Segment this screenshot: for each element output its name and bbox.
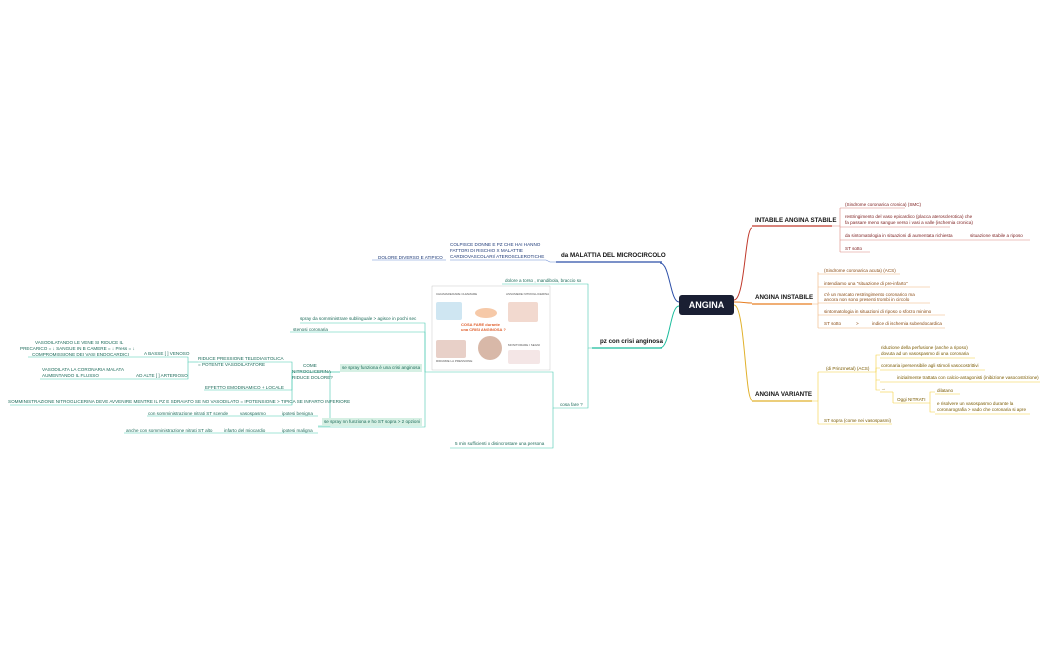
unstable-item: ancora non sono presenti trombi in circo… — [824, 297, 910, 302]
stable-item: ST sotto — [845, 246, 863, 251]
unstable-item: ST sotto — [824, 321, 842, 326]
option-malign: ipotesi maligna — [282, 428, 313, 433]
stable-item: da sintomatologia in situazioni di aumen… — [845, 233, 953, 238]
unstable-item: c'è un marcato restringimento coronarico… — [824, 292, 915, 297]
crisis-effect: EFFETTO EMODINAMICO + LOCALE — [205, 385, 284, 390]
unstable-item: (Sindrome coronarica acuta) (ACS) — [824, 268, 896, 273]
variant-item: coronarografia > vado che coronaria si a… — [937, 407, 1026, 412]
crisis-pain: dolore a torso , mandibola, braccio sx — [505, 278, 582, 283]
option-malign: infarto del miocardio — [224, 428, 266, 433]
center-label: ANGINA — [688, 300, 725, 310]
crisis-what: cosa fare ? — [560, 402, 583, 407]
crisis-title[interactable]: pz con crisi anginosa — [600, 338, 663, 345]
variant-item: riduzione della perfusione (anche a ripo… — [881, 345, 968, 350]
option-benign: ipotesi benigna — [282, 411, 313, 416]
micro-desc: CARDIOVASCOLARI/ ATEROSCLEROTICHE — [450, 254, 545, 259]
crisis-how: NITROGLICERINA — [292, 369, 332, 374]
crisis-high-desc: AUMENTANDO IL FLUSSO — [42, 373, 99, 378]
variant-item: ST sopra (come nei vasospasmi) — [824, 418, 892, 423]
variant-angina-title[interactable]: ANGINA VARIANTE — [755, 391, 813, 398]
infographic-caption: ASSUMERE NITROGLICERINA — [506, 292, 550, 296]
crisis-five-min: 5 min sufficienti x disincrostare una pe… — [455, 441, 545, 446]
variant-item: (di Prinzmetal) (ACS) — [826, 366, 870, 371]
stable-angina-title[interactable]: INTABILE ANGINA STABILE — [755, 217, 837, 224]
crisis-reduce: = POTENTE VASODILATATORE — [198, 362, 266, 367]
unstable-item: intendiamo una "situazione di pre-infart… — [824, 281, 908, 286]
variant-item: inizialmente trattata con calcio-antagon… — [897, 375, 1039, 380]
unstable-arrow: > — [856, 321, 859, 326]
micro-pain: DOLORE DIVERSO E ATIPICO — [378, 255, 443, 260]
crisis-spray-not: se spray nn funziona e ho ST sopra > 2 o… — [322, 418, 423, 426]
unstable-item: indice di ischemia subendocardica — [872, 321, 942, 326]
variant-item: coronaria ipersensibile agli stimoli vas… — [881, 363, 979, 368]
micro-desc: FATTORI DI RISCHIO X MALATTIE — [450, 248, 523, 253]
crisis-low-desc: VASODILATANDO LE VENE SI RIDUCE IL — [35, 340, 124, 345]
crisis-stenosis: stenosi coronaria — [293, 327, 328, 332]
crisis-warning: SOMMINISTRAZIONE NITROGLICERINA DEVE AVV… — [8, 399, 351, 404]
infographic-caption: CHIAMARE/FARE CHIAMARE — [436, 292, 478, 296]
crisis-low-desc: COMPROMISSIONE DEI VASI ENDOCARDICI — [32, 352, 129, 357]
crisis-low-desc: PRECARICO = ↓ SANGUE IN B CAMERE = ↓ Pre… — [20, 346, 135, 351]
variant-arrow: → — [881, 386, 886, 391]
stable-item: restringimento del vaso epicardico (plac… — [845, 214, 973, 219]
crisis-spray-works: se spray funziona è una crisi anginosa — [340, 364, 423, 372]
infographic-caption: MONITORARE I SEGNI — [508, 343, 541, 347]
unstable-angina-title[interactable]: ANGINA INSTABILE — [755, 294, 814, 301]
crisis-how: RIDUCE DOLORE? — [292, 375, 333, 380]
infographic-caption: RIDURRE LA PRESSIONE — [436, 359, 473, 363]
variant-item: dovuta ad un vasospasmo di una coronaria — [881, 351, 969, 356]
crisis-how: COME — [303, 363, 317, 368]
unstable-item: sintomatologia in situazioni di riposo o… — [824, 309, 932, 314]
option-malign: anche con somministrazione nitrati ST al… — [126, 428, 213, 433]
crisis-reduce: RIDUCE PRESSIONE TELEDIASTOLICA — [198, 356, 284, 361]
variant-item: dilatano — [937, 388, 954, 393]
infographic-question: una CRISI ANGINOSA ? — [461, 327, 506, 332]
crisis-high: AD ALTE [ ] ARTERIOSO — [136, 373, 188, 378]
center-node[interactable]: ANGINA — [679, 295, 734, 315]
option-benign: con somministrazione nitrati ST scende — [148, 411, 229, 416]
crisis-low: A BASSE [ ] VENOSO — [144, 351, 190, 356]
variant-item: Oggi NITRATI — [897, 397, 926, 402]
micro-desc: COLPISCE DONNE E PZ CHE HAI HANNO — [450, 242, 541, 247]
stable-item: (Sindrome coronarica cronica) (SMC) — [845, 202, 922, 207]
crisis-high-desc: VASODILATA LA CORONARIA MALATA — [42, 367, 125, 372]
crisis-spray-give: spray da somministrare sublinguale > agi… — [300, 316, 417, 321]
stable-item: fa passare meno sangue verso i vasi a va… — [845, 220, 973, 225]
stable-item: situazione stabile a riposo — [970, 233, 1023, 238]
microcircle-title[interactable]: da MALATTIA DEL MICROCIRCOLO — [561, 252, 666, 259]
infographic-question: COSA FARE durante — [461, 322, 500, 327]
variant-item: e risolvere un vasospasmo durante la — [937, 401, 1014, 406]
option-benign: vasospasmo — [240, 411, 266, 416]
